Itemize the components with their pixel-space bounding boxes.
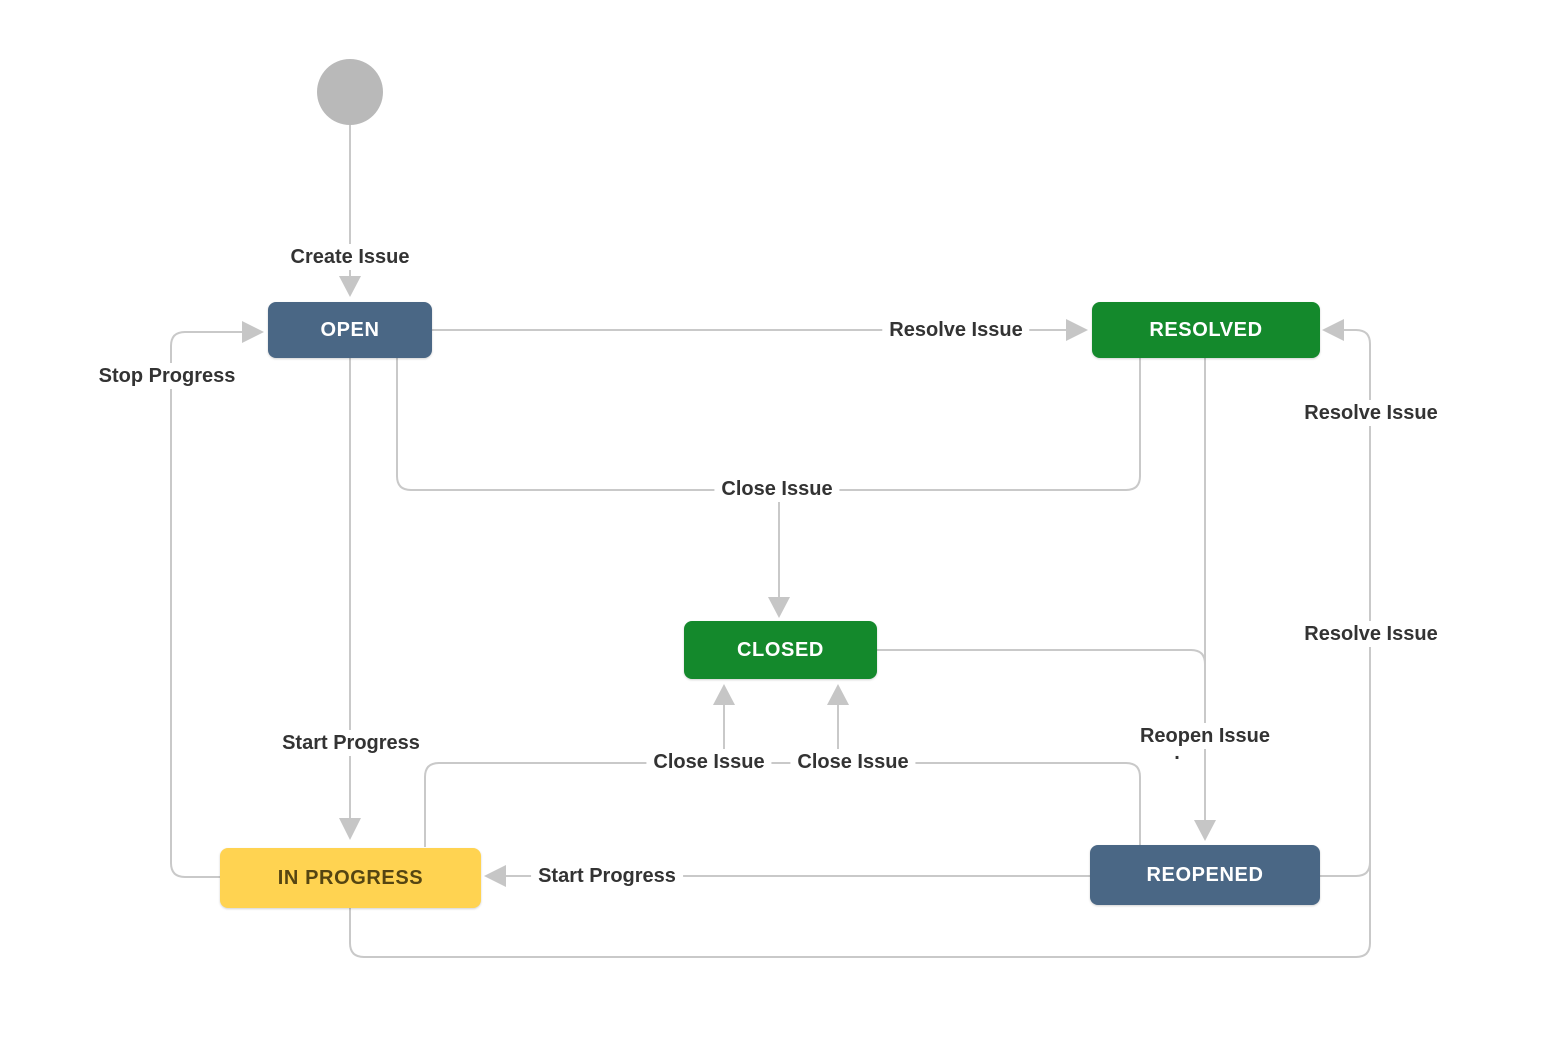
edge-close-issue-main [396, 358, 1141, 491]
label-resolve-issue-right-upper: Resolve Issue [1297, 400, 1445, 426]
label-stop-progress: Stop Progress [91, 363, 243, 389]
label-create-issue: Create Issue [283, 244, 417, 270]
arrowhead-open-resolved [1066, 319, 1088, 341]
label-reopen-issue: Reopen Issue [1132, 723, 1278, 749]
node-reopened[interactable]: REOPENED [1090, 845, 1320, 905]
edge-closed-reopened [877, 649, 1206, 665]
start-node-circle[interactable] [317, 59, 383, 125]
edge-inprogress-resolved [349, 329, 1371, 958]
label-start-progress-left: Start Progress [275, 730, 427, 756]
label-resolve-issue-top: Resolve Issue [882, 317, 1030, 343]
edge-stop-progress [170, 331, 242, 878]
arrowhead-close-issue-main [768, 597, 790, 618]
arrowhead-start-progress-left [339, 818, 361, 840]
arrowhead-create-issue [339, 276, 361, 297]
arrowhead-reopen-issue [1194, 820, 1216, 841]
label-start-progress-bottom: Start Progress [531, 863, 683, 889]
node-closed[interactable]: CLOSED [684, 621, 877, 679]
node-resolved[interactable]: RESOLVED [1092, 302, 1320, 358]
edge-close-issue-lower-rail [424, 762, 1141, 847]
arrowhead-close-issue-left [713, 684, 735, 705]
arrowhead-resolve-right [1322, 319, 1344, 341]
label-close-issue-left: Close Issue [646, 749, 772, 775]
edge-reopened-resolved [1320, 861, 1371, 877]
label-close-issue-main: Close Issue [714, 476, 840, 502]
arrowhead-close-issue-right [827, 684, 849, 705]
label-reopen-issue-secondary-dot: . [1172, 742, 1182, 764]
node-open[interactable]: OPEN [268, 302, 432, 358]
arrowhead-start-progress-bottom [484, 865, 506, 887]
label-resolve-issue-right-lower: Resolve Issue [1297, 621, 1445, 647]
arrowhead-stop-progress [242, 321, 264, 343]
label-close-issue-right: Close Issue [790, 749, 916, 775]
node-in-progress[interactable]: IN PROGRESS [220, 848, 481, 908]
